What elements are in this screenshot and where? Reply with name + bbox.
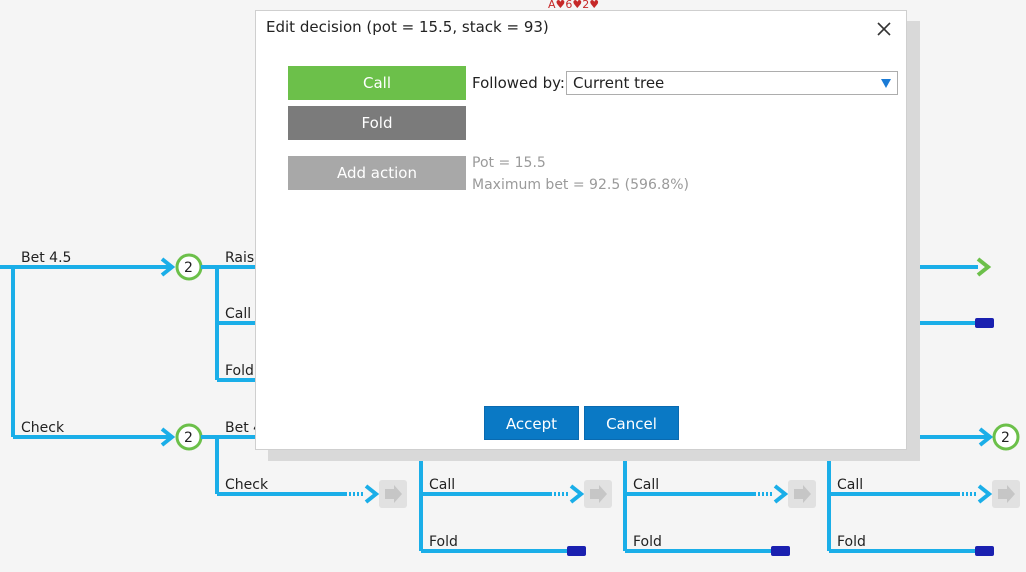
tree-column-b: Call Fold bbox=[623, 437, 816, 556]
node-label: 2 bbox=[1001, 430, 1010, 446]
tree-column-c: Call Fold bbox=[827, 427, 1020, 556]
terminal-node-icon bbox=[567, 546, 586, 556]
arrow-right-icon bbox=[976, 257, 992, 277]
close-icon bbox=[877, 22, 891, 36]
tree-node[interactable]: 2 bbox=[175, 423, 203, 451]
add-action-button[interactable]: Add action bbox=[288, 156, 466, 190]
tree-column-a: Call Fold bbox=[419, 437, 612, 556]
branch-label-call: Call bbox=[429, 477, 455, 493]
tree-node[interactable]: 2 bbox=[992, 423, 1020, 451]
cancel-button[interactable]: Cancel bbox=[584, 406, 679, 440]
terminal-node-icon bbox=[975, 318, 994, 328]
terminal-node-icon bbox=[771, 546, 790, 556]
arrow-right-icon bbox=[364, 484, 380, 504]
branch-label-check2: Check bbox=[225, 477, 269, 493]
arrow-right-icon bbox=[160, 427, 176, 447]
board-cards: A♥6♥2♥ bbox=[548, 0, 600, 10]
tree-node[interactable]: 2 bbox=[175, 253, 203, 281]
branch-label-raise: Raise bbox=[225, 250, 263, 266]
followed-by-value: Current tree bbox=[573, 74, 665, 92]
expand-arrow-icon bbox=[385, 485, 402, 503]
close-button[interactable] bbox=[872, 17, 896, 41]
pot-info: Pot = 15.5 bbox=[472, 155, 546, 171]
chevron-down-icon bbox=[881, 79, 891, 88]
branch-label-fold: Fold bbox=[837, 534, 866, 550]
accept-button[interactable]: Accept bbox=[484, 406, 579, 440]
node-label: 2 bbox=[184, 430, 193, 446]
arrow-right-icon bbox=[160, 257, 176, 277]
branch-label-bet-partial: Bet 4 bbox=[225, 420, 262, 436]
branch-label-fold: Fold bbox=[225, 363, 254, 379]
node-label: 2 bbox=[184, 260, 193, 276]
terminal-node-icon bbox=[975, 546, 994, 556]
dialog-title: Edit decision (pot = 15.5, stack = 93) bbox=[266, 18, 549, 36]
branch-label-call: Call bbox=[225, 306, 251, 322]
branch-label-call: Call bbox=[837, 477, 863, 493]
fold-action-button[interactable]: Fold bbox=[288, 106, 466, 140]
branch-label-call: Call bbox=[633, 477, 659, 493]
followed-by-label: Followed by: bbox=[472, 74, 565, 92]
edit-decision-dialog: Edit decision (pot = 15.5, stack = 93) C… bbox=[255, 10, 907, 450]
call-action-button[interactable]: Call bbox=[288, 66, 466, 100]
branch-label-check: Check bbox=[21, 420, 65, 436]
branch-label-bet: Bet 4.5 bbox=[21, 250, 71, 266]
max-bet-info: Maximum bet = 92.5 (596.8%) bbox=[472, 177, 689, 193]
branch-label-fold: Fold bbox=[633, 534, 662, 550]
branch-label-fold: Fold bbox=[429, 534, 458, 550]
followed-by-select[interactable]: Current tree bbox=[566, 71, 898, 95]
